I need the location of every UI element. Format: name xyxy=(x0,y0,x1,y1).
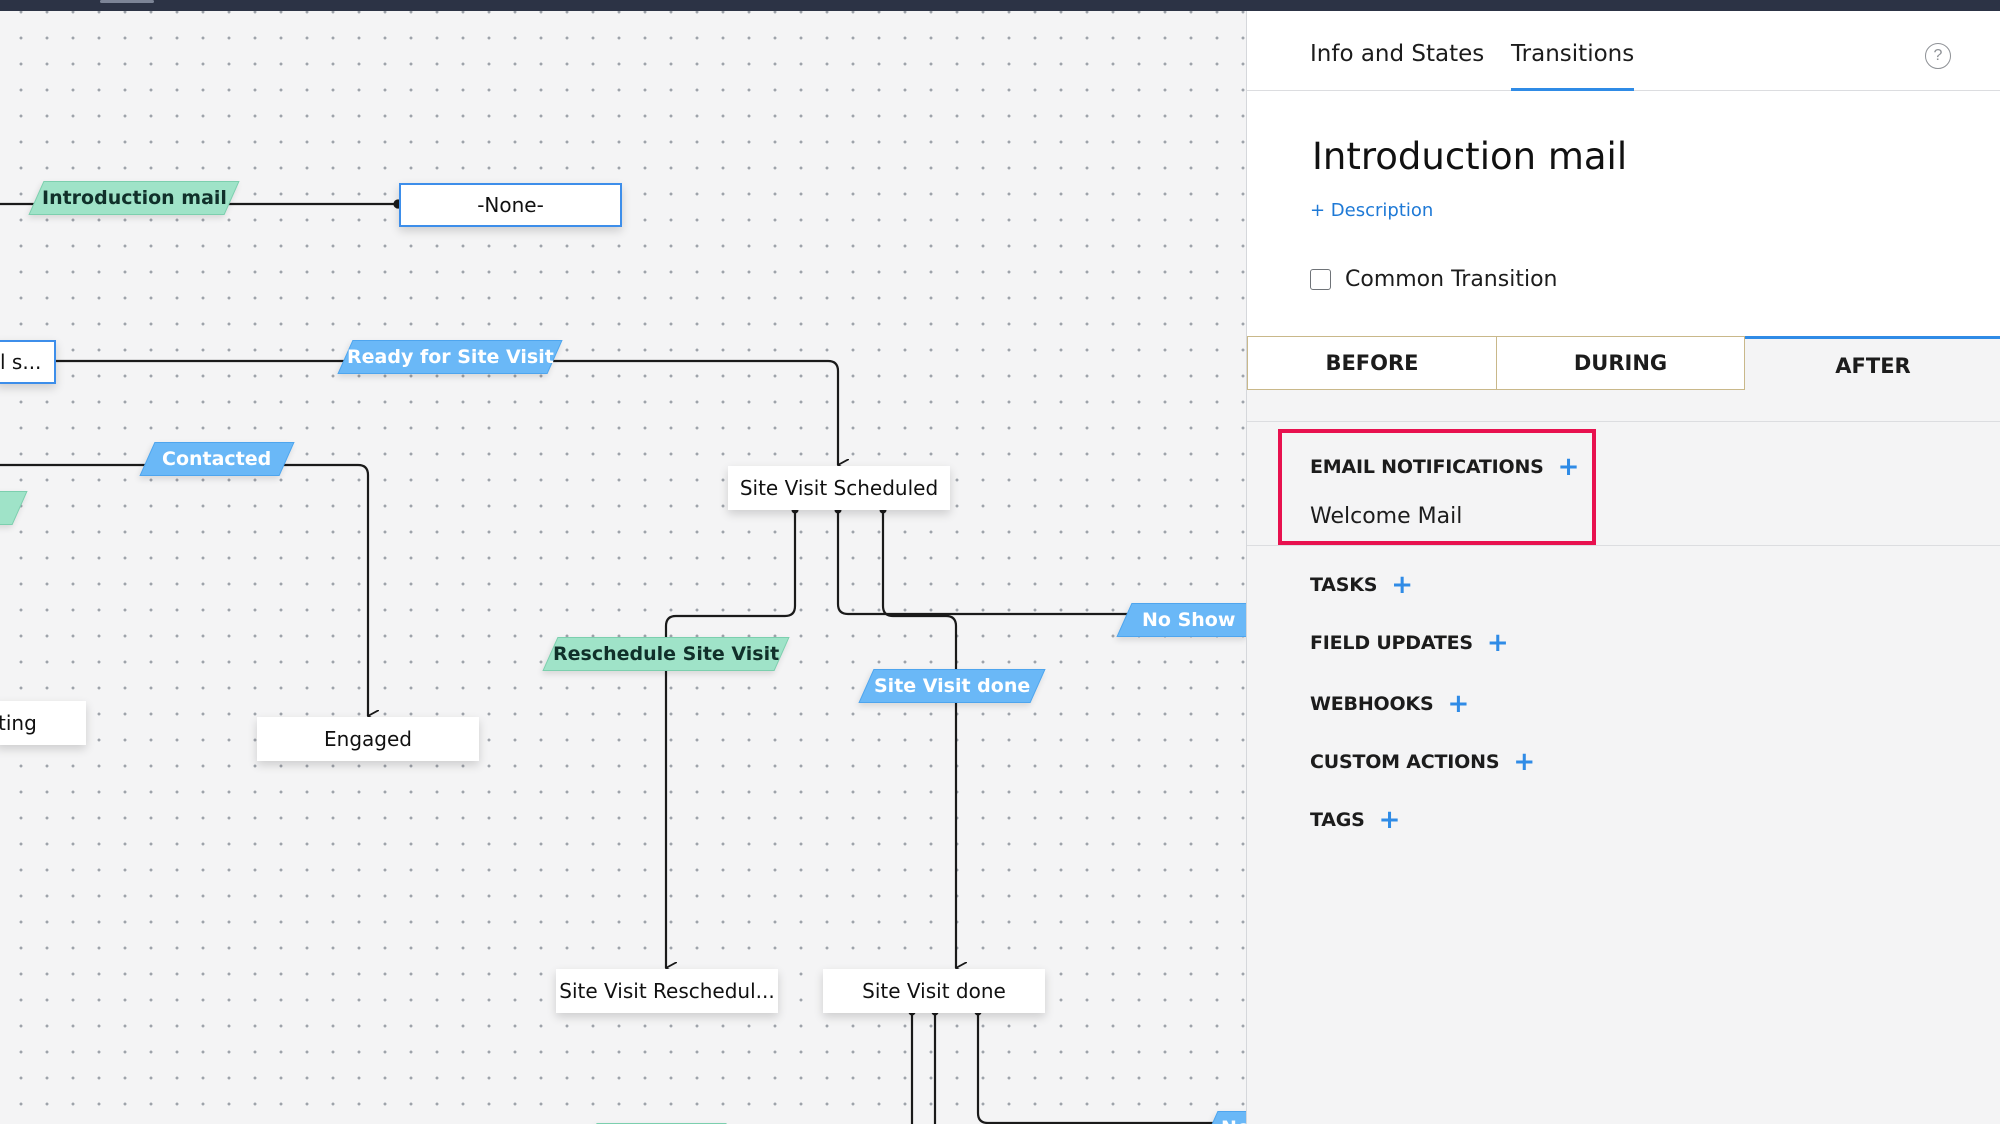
state-site-visit-rescheduled[interactable]: Site Visit Reschedul... xyxy=(556,969,778,1013)
transition-contacted[interactable]: Contacted xyxy=(139,442,295,476)
state-site-visit-rescheduled-label: Site Visit Reschedul... xyxy=(559,979,775,1003)
field-updates-section: FIELD UPDATES + xyxy=(1310,630,1509,656)
transition-site-visit-done-label: Site Visit done xyxy=(873,675,1031,697)
tab-after[interactable]: AFTER xyxy=(1745,336,2000,392)
transition-reschedule-site-visit-label: Reschedule Site Visit xyxy=(552,643,780,665)
tab-during[interactable]: DURING xyxy=(1496,336,1745,390)
transition-properties-panel: Info and States Transitions ? Introducti… xyxy=(1246,11,2000,1124)
section-divider xyxy=(1247,421,2000,422)
state-engaged[interactable]: Engaged xyxy=(257,717,479,761)
highlight-box xyxy=(1278,429,1596,545)
tags-label: TAGS xyxy=(1310,809,1365,831)
transition-contacted-label: Contacted xyxy=(162,448,272,470)
transition-no-show[interactable]: No Show xyxy=(1116,603,1246,637)
state-site-visit-done[interactable]: Site Visit done xyxy=(823,969,1045,1013)
window-handle xyxy=(100,0,154,3)
common-transition-label: Common Transition xyxy=(1345,267,1558,292)
state-none[interactable]: -None- xyxy=(399,183,622,227)
email-notification-item[interactable]: Welcome Mail xyxy=(1310,504,1463,529)
tab-info-and-states[interactable]: Info and States xyxy=(1310,41,1485,67)
custom-actions-section: CUSTOM ACTIONS + xyxy=(1310,749,1535,775)
add-tag-icon[interactable]: + xyxy=(1378,805,1401,835)
state-ting-label: ting xyxy=(0,711,37,735)
transition-no-show-lower-label: No xyxy=(1221,1117,1246,1124)
transition-ready-for-site-visit[interactable]: Ready for Site Visit xyxy=(337,340,563,374)
tags-section: TAGS + xyxy=(1310,807,1400,833)
add-task-icon[interactable]: + xyxy=(1391,570,1413,600)
email-notifications-section: EMAIL NOTIFICATIONS + xyxy=(1310,454,1579,480)
state-none-label: -None- xyxy=(477,193,544,217)
webhooks-label: WEBHOOKS xyxy=(1310,693,1434,715)
transition-title: Introduction mail xyxy=(1312,135,1628,178)
state-site-visit-scheduled-label: Site Visit Scheduled xyxy=(739,476,939,500)
webhooks-section: WEBHOOKS + xyxy=(1310,691,1469,717)
transition-no-show-label: No Show xyxy=(1142,609,1236,631)
common-transition-checkbox[interactable]: Common Transition xyxy=(1310,267,1557,292)
add-custom-action-icon[interactable]: + xyxy=(1513,747,1535,777)
field-updates-label: FIELD UPDATES xyxy=(1310,632,1473,654)
state-site-visit-scheduled[interactable]: Site Visit Scheduled xyxy=(728,466,950,510)
state-truncated[interactable]: l s... xyxy=(0,340,56,384)
section-divider xyxy=(1247,545,2000,546)
transition-site-visit-done[interactable]: Site Visit done xyxy=(858,669,1046,703)
help-icon[interactable]: ? xyxy=(1925,43,1951,69)
add-field-update-icon[interactable]: + xyxy=(1486,628,1509,658)
transition-reschedule-site-visit[interactable]: Reschedule Site Visit xyxy=(542,637,790,671)
tab-transitions[interactable]: Transitions xyxy=(1511,41,1635,91)
tab-before[interactable]: BEFORE xyxy=(1247,336,1497,390)
checkbox-icon[interactable] xyxy=(1310,269,1331,290)
tasks-section: TASKS + xyxy=(1310,572,1413,598)
add-description-link[interactable]: + Description xyxy=(1310,200,1434,221)
state-truncated-label: l s... xyxy=(0,350,42,374)
state-engaged-label: Engaged xyxy=(324,727,412,751)
blueprint-canvas[interactable]: -None- l s... Site Visit Scheduled Engag… xyxy=(0,11,1246,1124)
transition-connectors xyxy=(0,199,1246,1124)
email-notifications-label: EMAIL NOTIFICATIONS xyxy=(1310,456,1544,478)
panel-tabs: Info and States Transitions ? xyxy=(1247,11,2000,91)
transition-ready-for-site-visit-label: Ready for Site Visit xyxy=(346,346,554,368)
panel-header-area xyxy=(1247,11,2000,336)
transition-introduction-mail[interactable]: Introduction mail xyxy=(28,181,240,215)
custom-actions-label: CUSTOM ACTIONS xyxy=(1310,751,1500,773)
add-webhook-icon[interactable]: + xyxy=(1447,689,1470,719)
state-site-visit-done-label: Site Visit done xyxy=(862,979,1006,1003)
add-email-notification-icon[interactable]: + xyxy=(1557,452,1580,482)
transition-introduction-mail-label: Introduction mail xyxy=(41,187,227,209)
state-ting[interactable]: ting xyxy=(0,701,86,745)
top-bar xyxy=(0,0,2000,11)
tasks-label: TASKS xyxy=(1310,574,1378,596)
